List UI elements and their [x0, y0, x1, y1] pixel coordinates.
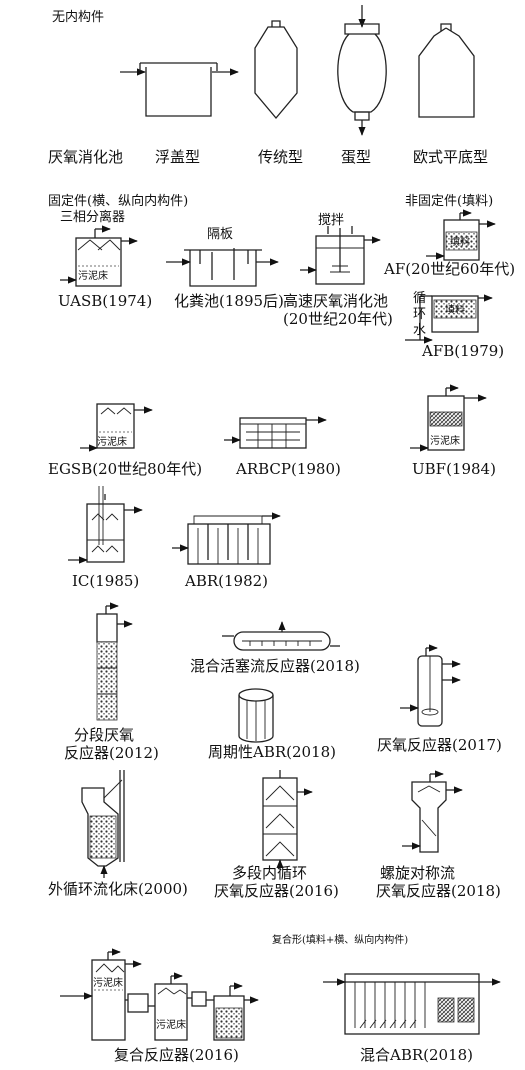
- label-uasb: UASB(1974): [58, 292, 152, 310]
- european-reactor-shape: [418, 23, 475, 118]
- label-periodic: 周期性ABR(2018): [208, 743, 336, 761]
- plug-flow-reactor-shape: [222, 621, 340, 651]
- af-fill-label: 填料: [450, 235, 470, 248]
- afb-recycle-3: 水: [413, 323, 426, 338]
- label-european: 欧式平底型: [413, 148, 488, 166]
- label-staged-2: 反应器(2012): [64, 744, 159, 762]
- label-hsad-1: 高速厌氧消化池: [283, 292, 388, 310]
- egg-reactor-shape: [337, 5, 387, 136]
- staged-reactor-shape: [96, 602, 133, 721]
- multistage-ic-shape: [262, 770, 313, 870]
- hsad-stir-label: 搅拌: [318, 212, 344, 228]
- traditional-reactor-shape: [254, 20, 298, 120]
- label-abr: ABR(1982): [184, 572, 268, 590]
- section-fixed-title: 固定件(横、纵向内构件): [48, 193, 188, 209]
- label-ic: IC(1985): [72, 572, 139, 590]
- afb-recycle-2: 环: [413, 307, 426, 322]
- label-multistage-2: 厌氧反应器(2016): [214, 882, 339, 900]
- uasb-reactor-shape: [60, 225, 138, 287]
- periodic-abr-shape: [238, 688, 274, 743]
- egsb-reactor-shape: [80, 403, 153, 452]
- label-hybrid-abr: 混合ABR(2018): [360, 1046, 473, 1064]
- section-plain-title: 无内构件: [52, 9, 104, 25]
- composite-bed2: 污泥床: [156, 1018, 186, 1031]
- afb-reactor-shape: [405, 294, 493, 344]
- ubf-bed-label: 污泥床: [430, 434, 460, 447]
- composite-reactor-shape: [60, 948, 259, 1041]
- label-floating: 浮盖型: [155, 148, 200, 166]
- label-egg: 蛋型: [341, 148, 371, 166]
- label-anaerobic: 厌氧反应器(2017): [377, 736, 502, 754]
- afb-fill-label: 填料: [445, 303, 465, 316]
- high-rate-digester-shape: [300, 226, 381, 285]
- label-hsad-2: (20世纪20年代): [283, 310, 393, 328]
- label-spiral-1: 螺旋对称流: [380, 864, 455, 882]
- hybrid-abr-shape: [323, 973, 501, 1035]
- septic-tank-shape: [166, 248, 279, 287]
- label-arbcp: ARBCP(1980): [235, 460, 341, 478]
- arbcp-reactor-shape: [224, 416, 327, 449]
- egsb-bed-label: 污泥床: [97, 435, 127, 448]
- label-composite: 复合反应器(2016): [114, 1046, 239, 1064]
- anaerobic-reactor-shape: [400, 644, 461, 727]
- composite-bed1: 污泥床: [93, 976, 123, 989]
- septic-baffle-label: 隔板: [207, 227, 233, 242]
- ic-reactor-shape: [68, 486, 143, 564]
- label-multistage-1: 多段内循环: [232, 864, 307, 882]
- label-septic: 化粪池(1895后): [174, 292, 284, 310]
- label-plug: 混合活塞流反应器(2018): [190, 657, 360, 675]
- label-ubf: UBF(1984): [412, 460, 496, 478]
- label-egsb: EGSB(20世纪80年代): [48, 460, 202, 478]
- section-unfixed-title: 非固定件(填料): [405, 194, 493, 209]
- label-afb: AFB(1979): [421, 342, 504, 360]
- afb-recycle-1: 循: [413, 291, 426, 306]
- section-fixed-subtitle: 三相分离器: [60, 209, 125, 225]
- spiral-reactor-shape: [402, 770, 463, 853]
- external-circulation-bed-shape: [81, 770, 125, 878]
- label-staged-1: 分段厌氧: [74, 726, 134, 744]
- af-reactor-shape: [426, 209, 496, 261]
- label-af: AF(20世纪60年代): [383, 260, 515, 278]
- uasb-bed-label: 污泥床: [78, 269, 108, 282]
- label-efb: 外循环流化床(2000): [48, 880, 188, 898]
- label-digester: 厌氧消化池: [48, 148, 123, 166]
- label-spiral-2: 厌氧反应器(2018): [376, 882, 501, 900]
- ubf-reactor-shape: [410, 384, 487, 452]
- floating-cover-reactor-shape: [120, 62, 239, 117]
- abr-reactor-shape: [172, 512, 281, 565]
- composite-note: 复合形(填料+横、纵向内构件): [272, 933, 408, 946]
- label-traditional: 传统型: [258, 148, 303, 166]
